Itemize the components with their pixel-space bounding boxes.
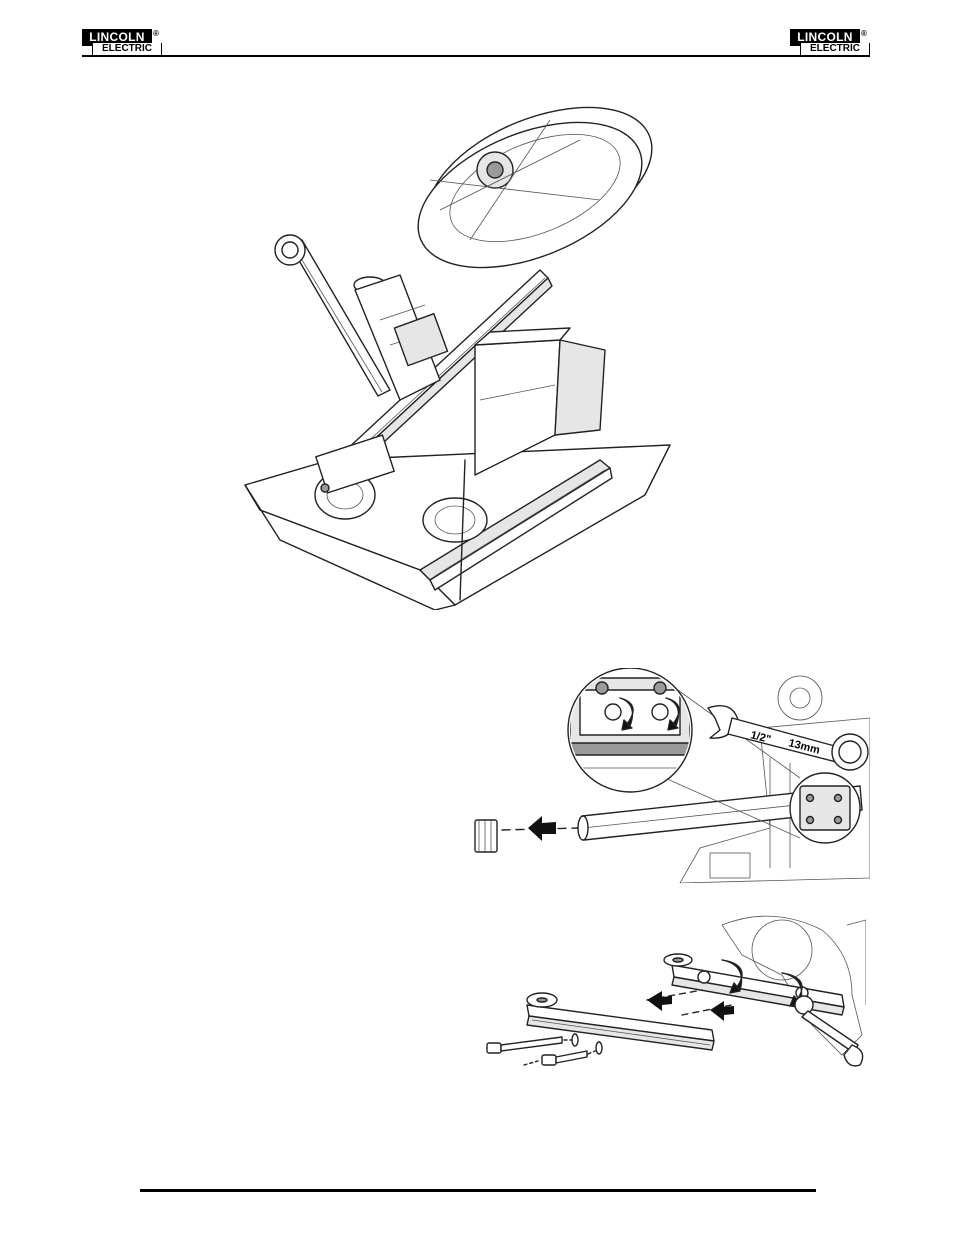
mounting-bolts <box>487 1034 602 1065</box>
registered-mark: ® <box>861 29 867 38</box>
drive-head <box>354 275 448 400</box>
rail-assembly-removal-illustration <box>482 905 866 1072</box>
registered-mark: ® <box>153 29 159 38</box>
end-cap <box>475 820 497 852</box>
magnified-bolt-detail <box>568 668 692 792</box>
removal-direction-arrow <box>502 816 578 841</box>
header-rule <box>82 55 870 57</box>
lincoln-electric-logo-left: LINCOLN ELECTRIC ® <box>82 29 162 57</box>
combination-wrench: 1/2" 13mm <box>708 706 868 770</box>
removal-arrows <box>647 990 734 1021</box>
lincoln-electric-logo-right: LINCOLN ELECTRIC ® <box>790 29 870 57</box>
installed-rail <box>664 954 844 1015</box>
bracket-highlight <box>790 773 860 843</box>
wire-reel <box>397 100 672 297</box>
rail-bolt-removal-illustration: 1/2" 13mm <box>470 668 870 883</box>
footer-rule <box>140 1189 816 1192</box>
wire-feeder-assembly-illustration <box>240 100 680 610</box>
